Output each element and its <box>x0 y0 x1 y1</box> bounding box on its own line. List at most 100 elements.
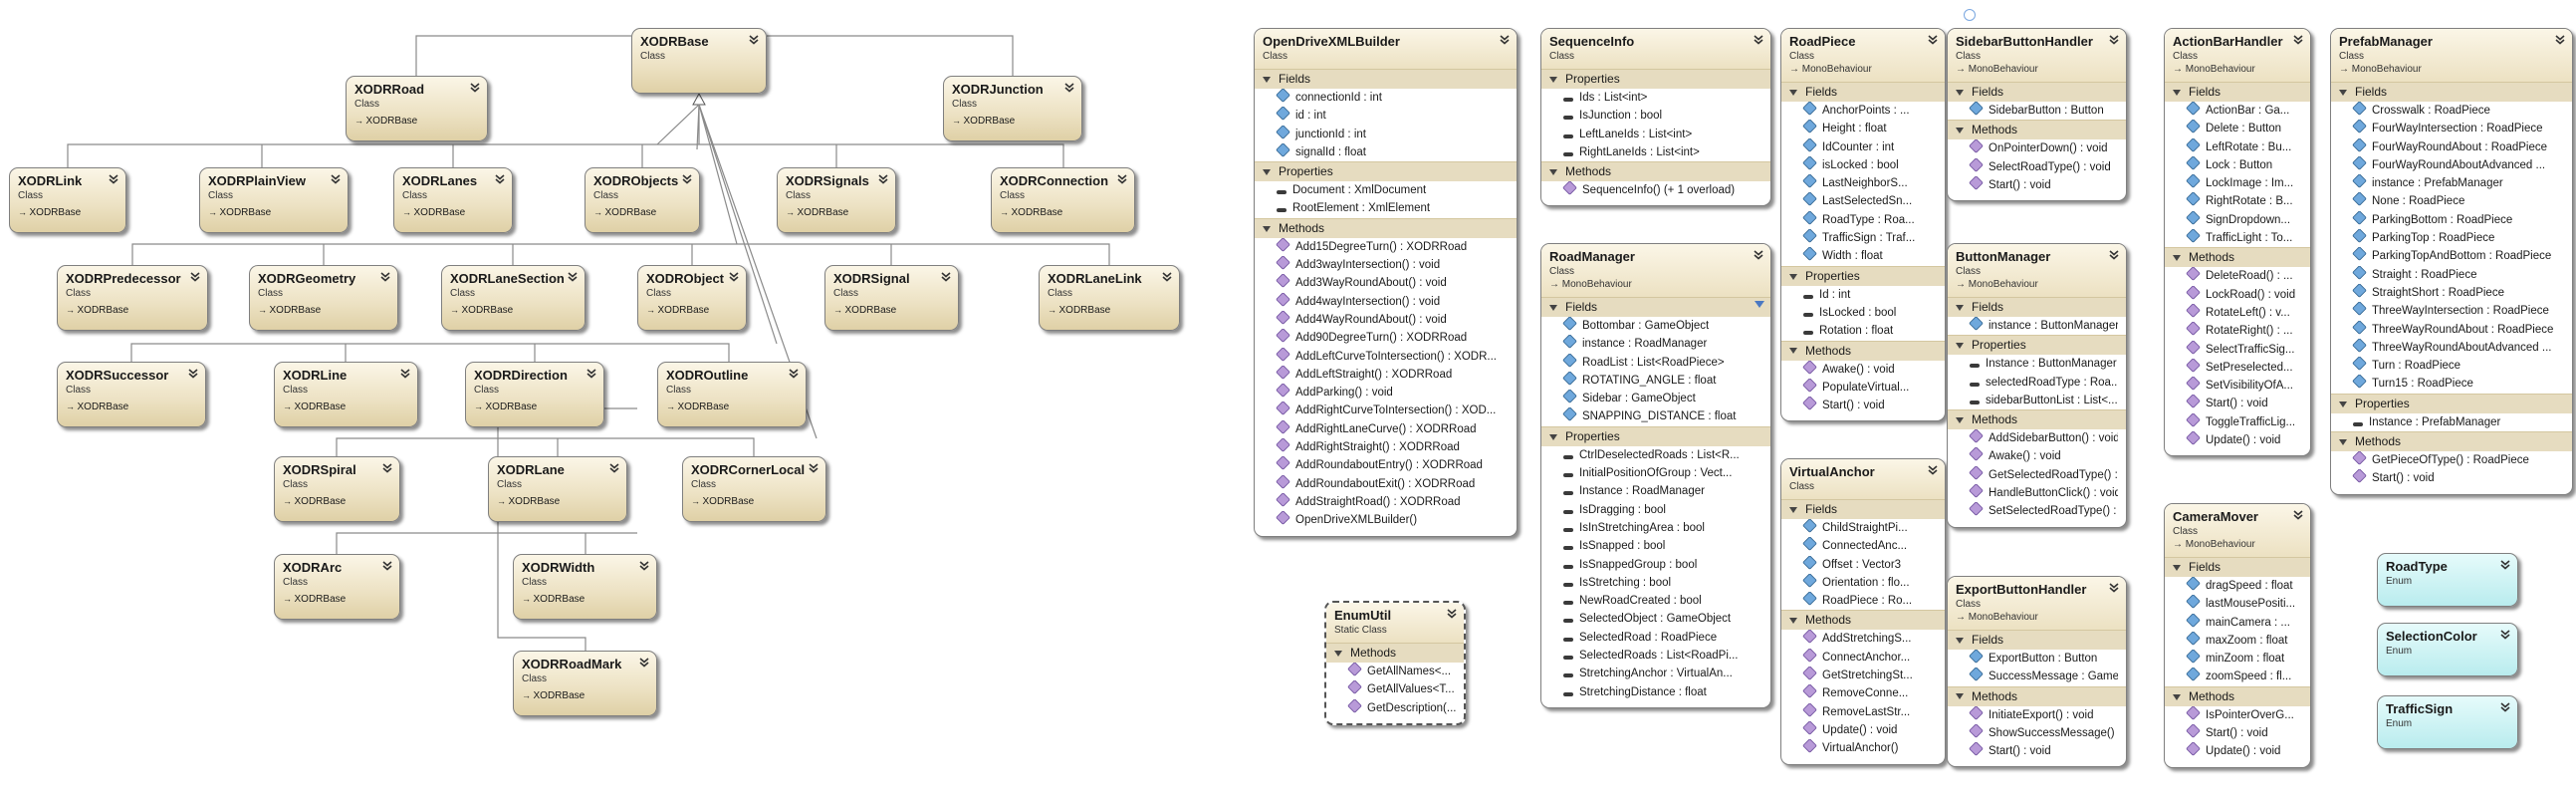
member-row[interactable]: HandleButtonClick() : void <box>1956 484 2118 502</box>
member-row[interactable]: OpenDriveXMLBuilder() <box>1263 511 1509 529</box>
collapse-chevron-icon[interactable] <box>381 462 393 474</box>
collapse-chevron-icon[interactable] <box>2292 34 2304 46</box>
section-methods[interactable]: Methods <box>2165 247 2310 268</box>
member-row[interactable]: GetDescription(... <box>1334 698 1456 717</box>
member-row[interactable]: Add4wayIntersection() : void <box>1263 292 1509 311</box>
member-row[interactable]: Id : int <box>1789 286 1937 304</box>
collapse-chevron-icon[interactable] <box>788 368 800 380</box>
collapse-chevron-icon[interactable] <box>108 173 119 185</box>
member-row[interactable]: SelectTrafficSig... <box>2173 340 2302 359</box>
section-collapse-icon[interactable] <box>1789 348 1797 355</box>
collapse-chevron-icon[interactable] <box>1753 249 1764 261</box>
collapse-chevron-icon[interactable] <box>567 271 579 283</box>
member-row[interactable]: Height : float <box>1789 120 1937 137</box>
collapse-chevron-icon[interactable] <box>187 368 199 380</box>
member-row[interactable]: ExportButton : Button <box>1956 650 2118 668</box>
section-properties[interactable]: Properties <box>1948 335 2126 356</box>
section-properties[interactable]: Properties <box>1255 161 1517 182</box>
member-row[interactable]: GetStretchingSt... <box>1789 667 1937 684</box>
section-collapse-icon[interactable] <box>1956 89 1964 96</box>
member-row[interactable]: LastNeighborS... <box>1789 174 1937 192</box>
section-methods[interactable]: Methods <box>1948 120 2126 140</box>
member-row[interactable]: InitiateExport() : void <box>1956 705 2118 724</box>
member-row[interactable]: RoadType : Roa... <box>1789 210 1937 229</box>
member-row[interactable]: Ids : List<int> <box>1549 89 1762 107</box>
member-row[interactable]: ParkingTopAndBottom : RoadPiece <box>2339 247 2564 265</box>
member-row[interactable]: SuccessMessage : Game... <box>1956 668 2118 685</box>
collapse-chevron-icon[interactable] <box>2108 34 2120 46</box>
member-row[interactable]: InitialPositionOfGroup : Vect... <box>1549 464 1762 482</box>
member-row[interactable]: AddRoundaboutEntry() : XODRRoad <box>1263 456 1509 474</box>
member-row[interactable]: minZoom : float <box>2173 650 2302 668</box>
member-row[interactable]: instance : PrefabManager <box>2339 174 2564 192</box>
section-fields[interactable]: Fields <box>1781 499 1945 519</box>
member-row[interactable]: IsPointerOverG... <box>2173 705 2302 724</box>
collapse-chevron-icon[interactable] <box>2108 249 2120 261</box>
member-row[interactable]: ChildStraightPi... <box>1789 519 1937 537</box>
section-collapse-icon[interactable] <box>1956 343 1964 350</box>
member-row[interactable]: GetAllValues<T... <box>1334 680 1456 698</box>
member-row[interactable]: RemoveConne... <box>1789 684 1937 702</box>
member-row[interactable]: LeftRotate : Bu... <box>2173 137 2302 156</box>
section-collapse-icon[interactable] <box>1956 637 1964 644</box>
member-row[interactable]: GetSelectedRoadType() : ... <box>1956 465 2118 484</box>
collapse-chevron-icon[interactable] <box>1116 173 1128 185</box>
collapse-chevron-icon[interactable] <box>1927 464 1939 476</box>
section-collapse-icon[interactable] <box>1334 650 1342 657</box>
collapse-chevron-icon[interactable] <box>608 462 620 474</box>
section-methods[interactable]: Methods <box>1326 643 1464 663</box>
section-methods[interactable]: Methods <box>1948 685 2126 706</box>
section-collapse-icon[interactable] <box>2173 693 2181 700</box>
selection-handle-icon[interactable] <box>1964 9 1976 21</box>
member-row[interactable]: AddParking() : void <box>1263 384 1509 402</box>
member-row[interactable]: Add3wayIntersection() : void <box>1263 256 1509 274</box>
section-fields[interactable]: Fields <box>1541 297 1770 317</box>
member-row[interactable]: LockImage : Im... <box>2173 174 2302 192</box>
member-row[interactable]: IdCounter : int <box>1789 137 1937 156</box>
section-fields[interactable]: Fields <box>1948 82 2126 102</box>
section-properties[interactable]: Properties <box>1541 425 1770 446</box>
member-row[interactable]: ThreeWayIntersection : RoadPiece <box>2339 302 2564 320</box>
member-row[interactable]: ActionBar : Ga... <box>2173 102 2302 120</box>
section-collapse-icon[interactable] <box>1549 169 1557 176</box>
member-row[interactable]: SidebarButton : Button <box>1956 102 2118 120</box>
section-collapse-icon[interactable] <box>2173 89 2181 96</box>
member-row[interactable]: Start() : void <box>2173 395 2302 412</box>
member-row[interactable]: GetPieceOfType() : RoadPiece <box>2339 451 2564 469</box>
member-row[interactable]: FourWayRoundAbout : RoadPiece <box>2339 137 2564 156</box>
member-row[interactable]: AddSidebarButton() : void <box>1956 429 2118 447</box>
member-row[interactable]: AddStraightRoad() : XODRRoad <box>1263 492 1509 511</box>
member-row[interactable]: Instance : RoadManager <box>1549 482 1762 500</box>
member-row[interactable]: AddRightLaneCurve() : XODRRoad <box>1263 419 1509 438</box>
member-row[interactable]: RotateLeft() : v... <box>2173 303 2302 322</box>
member-row[interactable]: VirtualAnchor() <box>1789 739 1937 757</box>
member-row[interactable]: Rotation : float <box>1789 322 1937 340</box>
member-row[interactable]: Awake() : void <box>1956 447 2118 465</box>
member-row[interactable]: ConnectedAnc... <box>1789 537 1937 555</box>
member-row[interactable]: Start() : void <box>1956 175 2118 194</box>
member-row[interactable]: sidebarButtonList : List<... <box>1956 392 2118 409</box>
collapse-chevron-icon[interactable] <box>681 173 693 185</box>
member-row[interactable]: AddRightStraight() : XODRRoad <box>1263 438 1509 456</box>
member-row[interactable]: IsInStretchingArea : bool <box>1549 519 1762 537</box>
section-properties[interactable]: Properties <box>2331 393 2572 413</box>
collapse-chevron-icon[interactable] <box>728 271 740 283</box>
section-methods[interactable]: Methods <box>2165 685 2310 706</box>
member-row[interactable]: DeleteRoad() : ... <box>2173 267 2302 285</box>
member-row[interactable]: LastSelectedSn... <box>1789 192 1937 210</box>
member-row[interactable]: junctionId : int <box>1263 125 1509 143</box>
